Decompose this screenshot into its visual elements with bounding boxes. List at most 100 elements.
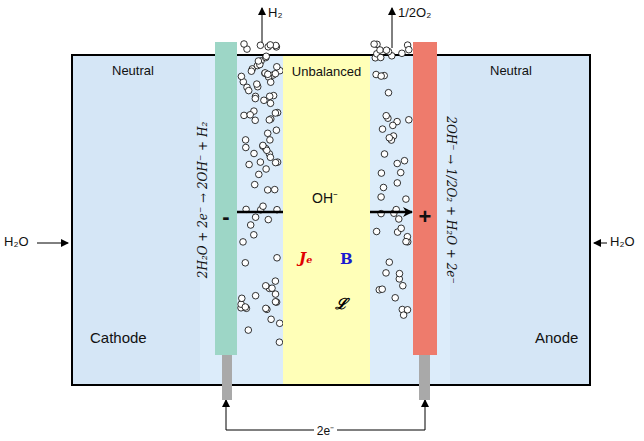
bubble	[263, 53, 270, 60]
bubble	[276, 320, 283, 327]
cathode-electrode: -	[215, 42, 237, 400]
bubble	[272, 299, 279, 306]
bubble	[242, 137, 249, 144]
bubble	[386, 259, 393, 266]
bubble	[255, 171, 262, 178]
bubble	[247, 222, 254, 229]
bubble	[273, 127, 280, 134]
bubble	[241, 112, 248, 119]
bubble	[263, 305, 270, 312]
anode-electrode-body	[413, 42, 437, 355]
bubble	[383, 270, 390, 277]
bubble	[392, 295, 399, 302]
bubble	[238, 73, 245, 80]
bubble	[377, 47, 384, 54]
bubble	[383, 112, 390, 119]
bubble	[404, 307, 411, 314]
bubble	[267, 100, 274, 107]
bubble	[260, 203, 267, 210]
gas-arrow	[392, 8, 393, 48]
bubble	[373, 228, 380, 235]
field-label: B	[340, 251, 353, 268]
bubble	[380, 184, 387, 191]
bubble	[253, 81, 260, 88]
bubble	[251, 181, 258, 188]
bubble	[381, 151, 388, 158]
bubble	[246, 161, 253, 168]
bubble	[272, 291, 279, 298]
region-label: Neutral	[112, 64, 154, 79]
bubble	[239, 295, 246, 302]
bubble	[267, 154, 274, 161]
reaction-label: 2H₂O + 2e⁻ → 2OH⁻ + H₂	[197, 122, 211, 278]
bubble	[257, 159, 264, 166]
water-arrow	[37, 243, 68, 244]
bubble	[379, 126, 386, 133]
bubble	[266, 93, 273, 100]
water-arrow	[594, 243, 607, 244]
bubble	[248, 68, 255, 75]
bubble	[406, 46, 413, 53]
bubble	[403, 196, 410, 203]
bubble	[252, 214, 259, 221]
bubble	[267, 42, 274, 49]
unbalanced-band-body	[283, 56, 370, 384]
bubble	[260, 142, 267, 149]
bubble	[257, 42, 264, 49]
bubble	[406, 117, 413, 124]
cathode-layer	[200, 55, 283, 385]
anode-layer	[370, 55, 450, 385]
bubble	[245, 87, 252, 94]
bubble	[247, 112, 254, 119]
current-label: Jₑ	[299, 250, 313, 267]
bubble	[377, 54, 384, 61]
bubble	[252, 117, 259, 124]
bubble	[272, 110, 279, 117]
bubble	[265, 71, 272, 78]
bubble	[262, 283, 269, 290]
bubble	[265, 216, 272, 223]
bubble	[400, 282, 407, 289]
bubble	[390, 122, 397, 129]
bubble	[378, 170, 385, 177]
node-text: -	[215, 204, 237, 230]
bubble	[396, 270, 403, 277]
bubble	[252, 292, 259, 299]
cathode-electrode-body	[215, 42, 237, 355]
unbalanced-band: Unbalanced	[283, 56, 370, 384]
bubble	[378, 194, 385, 201]
electrolyte	[72, 55, 590, 385]
bubble	[274, 254, 281, 261]
bubble	[383, 47, 390, 54]
bubble	[371, 41, 378, 48]
bubble	[269, 285, 276, 292]
bubble	[255, 58, 262, 65]
bubble	[385, 89, 392, 96]
bubble	[267, 79, 274, 86]
node-text: +	[413, 204, 437, 230]
bubble	[245, 327, 252, 334]
bubble	[394, 180, 401, 187]
bubble	[272, 278, 279, 285]
region-label: Cathode	[90, 329, 147, 346]
reaction-label: 2OH⁻ → 1/2O₂ + H₂O + 2e⁻	[443, 116, 457, 283]
gas-label: H₂	[268, 6, 282, 21]
bubble	[263, 166, 270, 173]
bubble	[276, 339, 283, 346]
bubble	[261, 97, 268, 104]
bubble	[240, 239, 247, 246]
force-label: ℒ	[335, 296, 347, 313]
bubble	[399, 50, 406, 57]
bubble	[272, 70, 279, 77]
bubble	[252, 95, 259, 102]
terminal	[419, 355, 430, 400]
bubble	[396, 216, 403, 223]
bubble	[274, 64, 281, 71]
bubble	[398, 225, 405, 232]
bubble	[251, 150, 258, 157]
bubble	[251, 232, 258, 239]
bubble	[272, 159, 279, 166]
bubble	[268, 316, 275, 323]
bubble	[271, 186, 278, 193]
region-label: Neutral	[490, 64, 532, 79]
